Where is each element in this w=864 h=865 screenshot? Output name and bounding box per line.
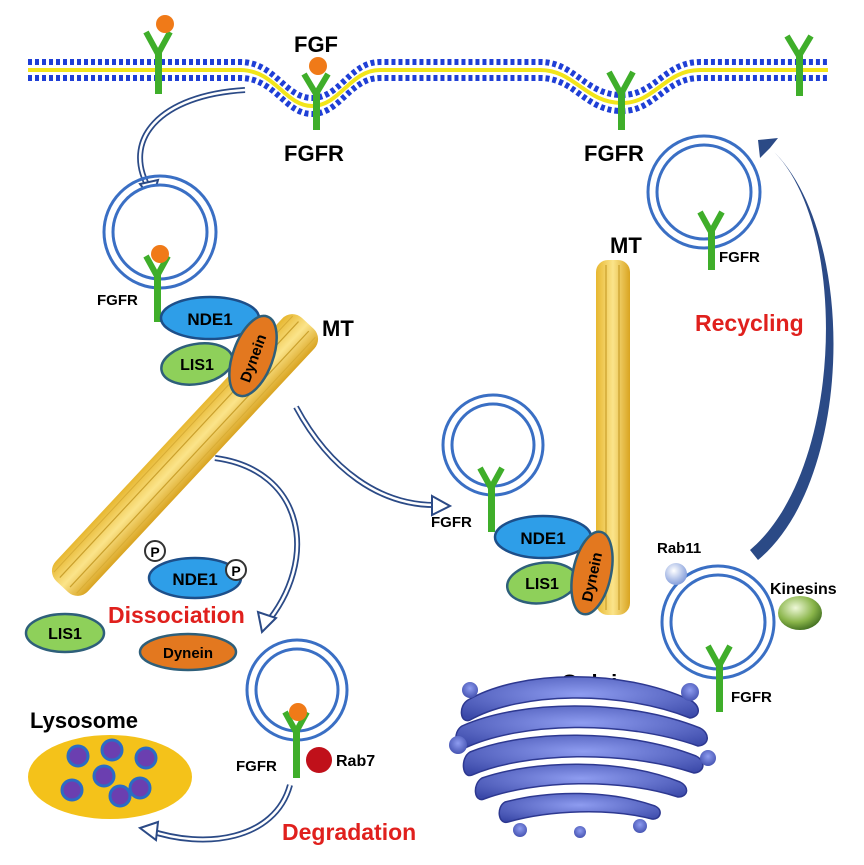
phosphate-badge-left: P	[144, 540, 166, 562]
lis1-label: LIS1	[180, 357, 214, 374]
nde1-label-2: NDE1	[520, 529, 565, 548]
endosome-vesicle-degradation	[245, 638, 349, 778]
rab7-label: Rab7	[336, 753, 375, 770]
fgf-ligand-icon	[156, 15, 174, 33]
dynein-protein-2: Dynein	[570, 530, 614, 616]
degradation-label: Degradation	[282, 819, 416, 845]
phosphate-badge-right: P	[225, 559, 247, 581]
dynein-protein-dissociated: Dynein	[138, 632, 238, 672]
fgfr-label-vesicle-1: FGFR	[97, 292, 138, 309]
microtubule-center	[596, 260, 630, 615]
lis1-protein-dissociated: LIS1	[24, 612, 106, 654]
arrow-endocytosis	[137, 87, 246, 203]
lis1-protein-2: LIS1	[505, 561, 579, 605]
recycling-label: Recycling	[695, 310, 804, 336]
fgfr-receptor-membrane-3	[606, 70, 636, 130]
fgfr-label-membrane: FGFR	[284, 141, 344, 166]
golgi-apparatus	[449, 676, 716, 838]
fgf-label: FGF	[294, 32, 338, 57]
rab7-icon	[306, 747, 332, 773]
dissociation-label: Dissociation	[108, 602, 245, 628]
dynein-protein-1: Dynein	[228, 314, 278, 398]
fgfr-label-recycling-top: FGFR	[719, 249, 760, 266]
fgfr-receptor-membrane-4	[784, 34, 814, 96]
lysosome-label: Lysosome	[30, 708, 138, 733]
nde1-label-dissociated: NDE1	[172, 570, 217, 589]
arrow-transport-to-mt	[293, 405, 453, 517]
recycling-vesicle-golgi	[660, 564, 776, 712]
dynein-label-dissociated: Dynein	[163, 645, 213, 662]
nde1-protein-2: NDE1	[493, 514, 593, 560]
endosome-vesicle-2	[441, 393, 545, 532]
fgf-ligand-icon	[309, 57, 327, 75]
fgfr-label-vesicle-3: FGFR	[236, 758, 277, 775]
svg-text:P: P	[231, 563, 240, 579]
fgfr-label-recycling-golgi: FGFR	[731, 689, 772, 706]
mt-label-center: MT	[610, 233, 642, 258]
mt-label-left: MT	[322, 316, 354, 341]
rab11-icon	[665, 563, 687, 585]
nde1-protein-1: NDE1	[159, 295, 261, 341]
recycling-vesicle-top	[646, 134, 762, 270]
kinesins-label: Kinesins	[770, 581, 837, 598]
fgfr-label-membrane-right: FGFR	[584, 141, 644, 166]
lysosome	[28, 735, 192, 819]
svg-text:P: P	[150, 544, 159, 560]
fgf-ligand-icon	[289, 703, 307, 721]
nde1-label: NDE1	[187, 310, 232, 329]
endosome-vesicle-1	[102, 174, 218, 322]
plasma-membrane	[28, 59, 828, 118]
fgf-ligand-icon	[151, 245, 169, 263]
arrow-to-lysosome	[137, 784, 293, 843]
fgfr-receptor-membrane-2	[301, 57, 331, 130]
rab11-label: Rab11	[657, 540, 701, 557]
lis1-label-2: LIS1	[525, 576, 559, 593]
kinesins-icon	[778, 596, 822, 630]
arrow-recycling	[750, 138, 834, 560]
arrow-to-degradation-vesicle	[214, 455, 300, 635]
fgfr-receptor-membrane-1	[143, 15, 174, 94]
fgfr-label-vesicle-2: FGFR	[431, 514, 472, 531]
lis1-label-dissociated: LIS1	[48, 626, 82, 643]
